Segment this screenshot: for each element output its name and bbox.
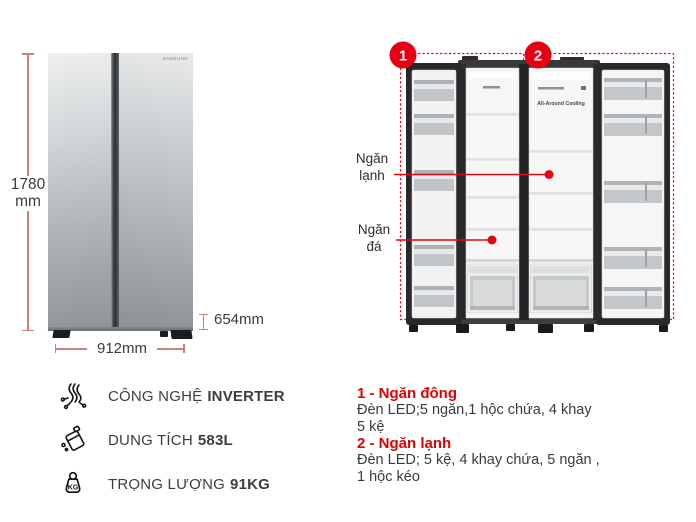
open-left-door [406,63,462,325]
spec-capacity-label: DUNG TÍCH [108,431,193,449]
ngan-lanh-label-line2: lạnh [359,168,385,183]
weight-icon-kg-text: KG [68,484,79,491]
ngan-da-pointer-dot [487,235,497,245]
ngan-da-label-line2: đá [366,239,382,254]
fridge-right-door: SAMSUNG [119,53,193,331]
desc-1-line-1: Đèn LED;5 ngăn,1 hộc chứa, 4 khay [357,402,592,418]
fridge-open-view: All-Around Cooling [356,41,675,333]
spec-inverter-value: INVERTER [207,387,285,405]
fridge-base [48,327,193,331]
ngan-da-label-line1: Ngăn [358,222,390,237]
open-fridge-feet [409,324,668,333]
all-around-cooling-badge: All-Around Cooling [537,101,585,107]
height-unit: mm [15,193,41,210]
open-right-door [596,63,670,325]
right-door-bins [604,78,662,309]
ngan-lanh-pointer-dot [544,170,554,179]
weight-icon: KG [56,469,90,499]
fridge-door-gap [111,53,119,331]
freezer-interior [465,67,520,319]
width-dimension-label: 912mm [87,340,157,357]
desc-1-line-2: 5 kệ [357,418,385,435]
spec-weight-value: 91KG [230,475,271,493]
annotation-ngan-lanh: Ngăn lạnh [356,151,554,183]
depth-dimension-label: 654mm [214,311,265,328]
annotation-ngan-da: Ngăn đá [358,222,497,254]
height-dim-line-lower [27,211,29,330]
height-dim-bottom-tick [22,329,34,331]
spec-weight-label: TRỌNG LƯỢNG [108,475,226,493]
desc-heading-2: 2 - Ngăn lạnh [357,435,452,452]
height-dimension-label: 1780 mm [6,176,50,210]
fridge-foot-right [170,330,193,339]
compartment-descriptions: 1 - Ngăn đông Đèn LED;5 ngăn,1 hộc chứa,… [357,385,677,485]
spec-capacity-value: 583L [197,431,233,449]
callout-2-number: 2 [534,48,542,65]
callout-1-number: 1 [399,48,407,65]
fridge-interior: All-Around Cooling [528,67,594,319]
desc-2-line-1: Đèn LED; 5 kệ, 4 khay chứa, 5 ngăn , [357,452,600,468]
fridge-foot-left [52,330,71,338]
capacity-icon [56,425,90,455]
depth-dim-line [203,314,205,329]
fridge-front-view: SAMSUNG [48,53,193,331]
height-dim-line-upper [27,54,29,176]
fridge-foot-right-small [160,331,168,337]
depth-dim-bottom-tick [199,328,208,330]
callout-1: 1 [389,41,417,69]
compartment-divider [519,64,529,320]
desc-heading-1: 1 - Ngăn đông [357,385,457,402]
samsung-logo: SAMSUNG [162,56,188,61]
width-dim-right-tick [183,344,185,353]
spec-inverter-label: CÔNG NGHỆ [108,387,203,405]
height-dim-top-tick [22,53,34,55]
callout-2: 2 [524,41,552,69]
height-value: 1780 [10,176,46,193]
fridge-left-door [48,53,111,331]
desc-2-line-2: 1 hộc kéo [357,468,420,485]
inverter-icon [56,381,90,411]
ngan-lanh-label-line1: Ngăn [356,151,388,166]
left-door-bins [414,80,454,307]
